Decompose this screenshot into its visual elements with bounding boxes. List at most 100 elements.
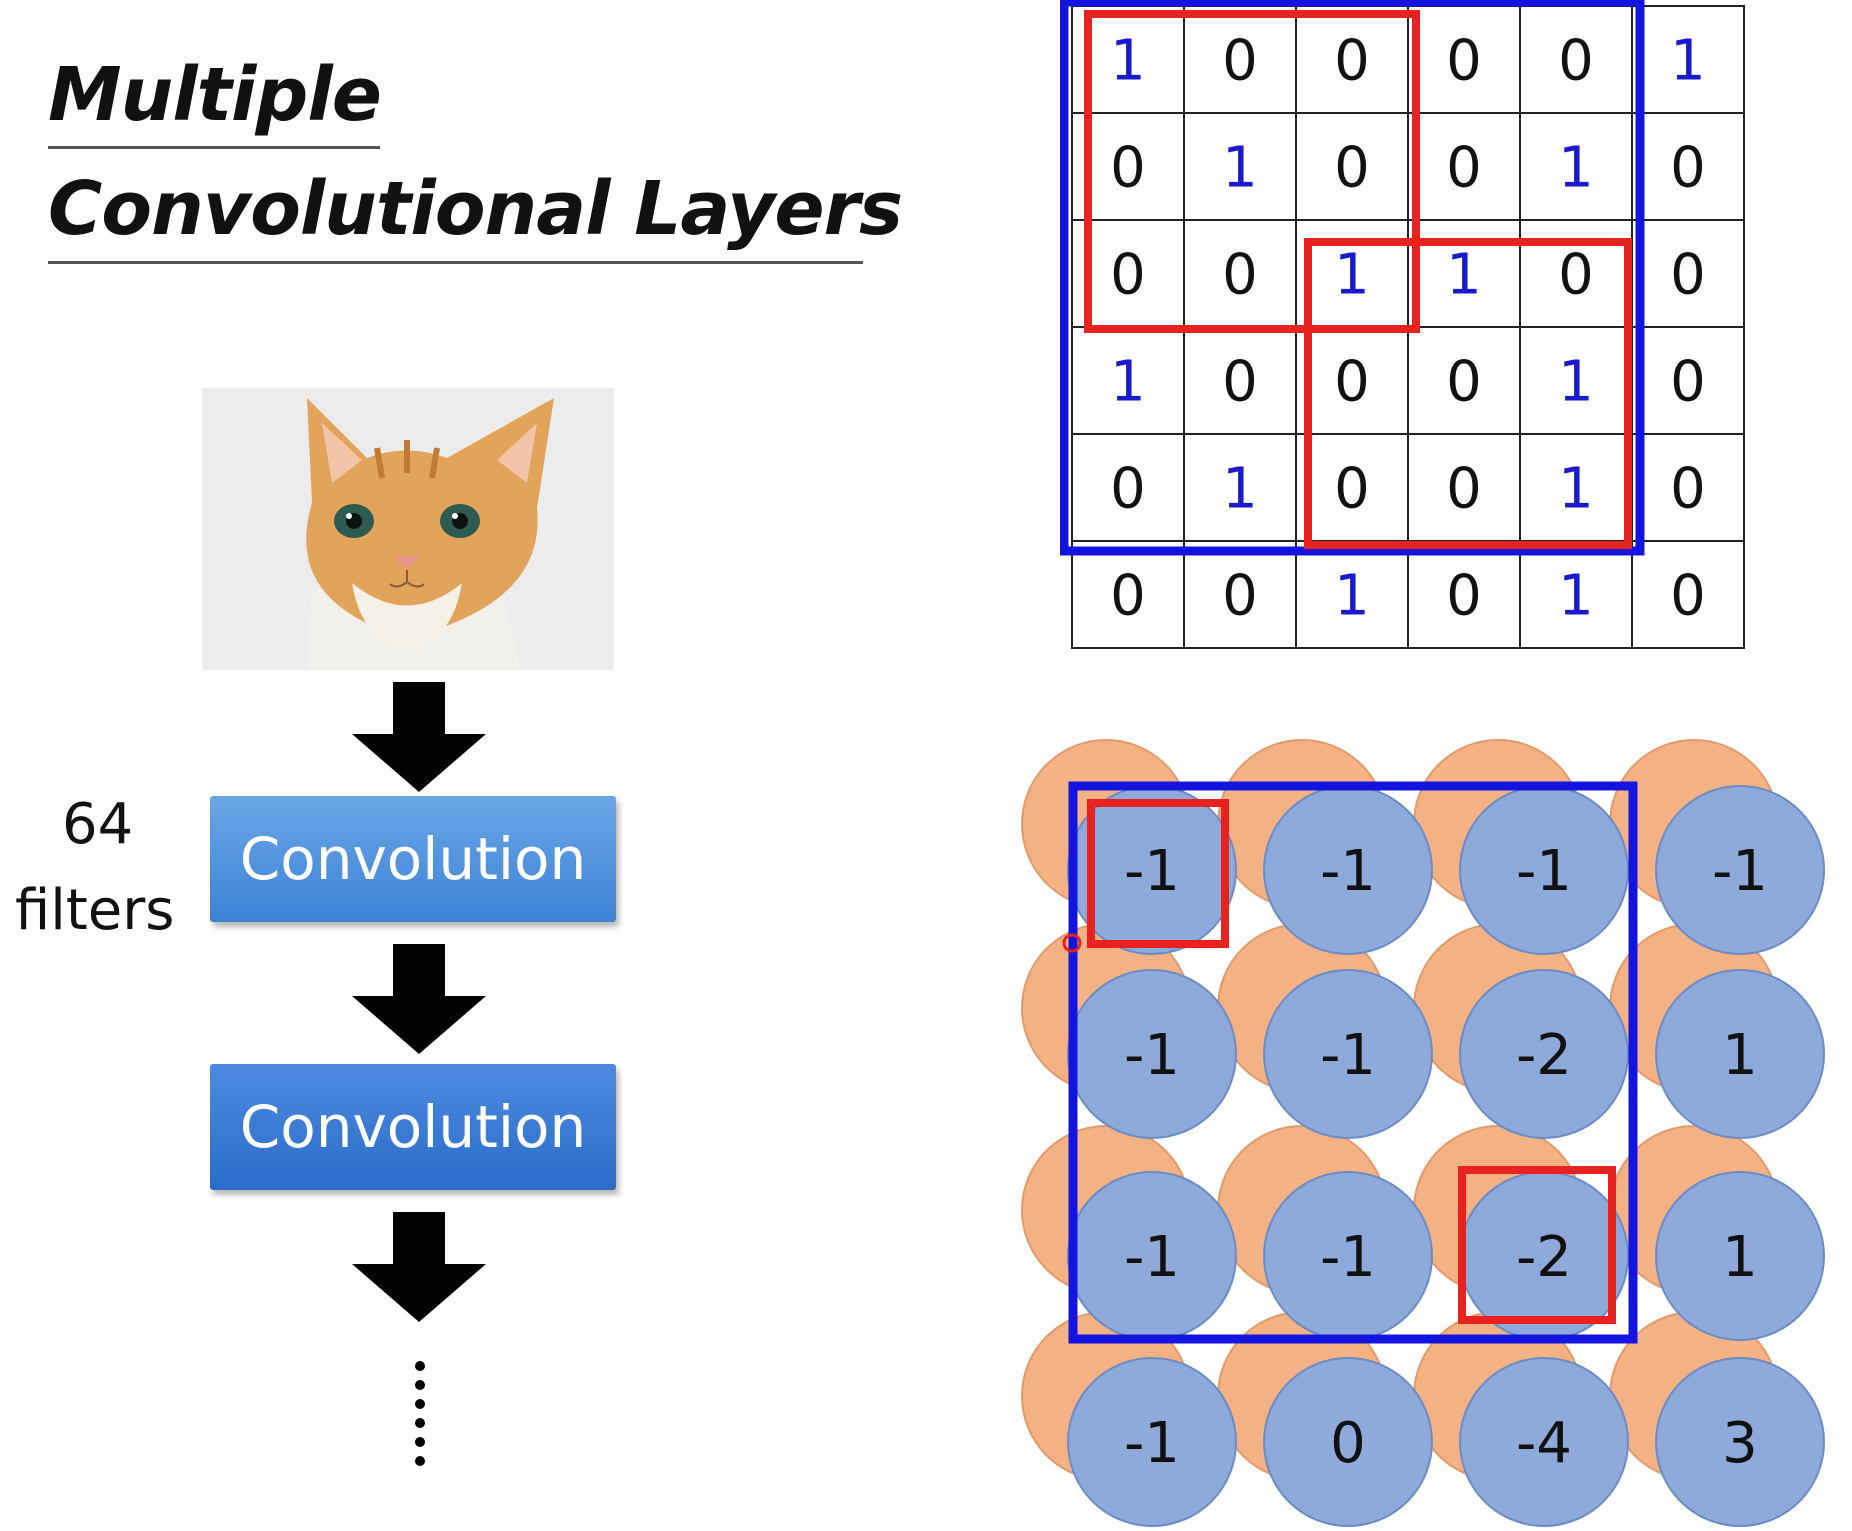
matrix-value: 0 xyxy=(1222,243,1258,308)
matrix-value: 0 xyxy=(1334,350,1370,415)
feature-value: -1 xyxy=(1124,1023,1180,1088)
matrix-cell xyxy=(1407,5,1521,114)
matrix-value: 0 xyxy=(1446,564,1482,629)
matrix-value: 1 xyxy=(1334,564,1370,629)
matrix-cell xyxy=(1631,112,1745,221)
matrix-value: 0 xyxy=(1110,457,1146,522)
matrix-value: 0 xyxy=(1222,29,1258,94)
matrix-cell xyxy=(1295,540,1409,649)
feature-circle xyxy=(1263,1357,1433,1527)
matrix-value: 1 xyxy=(1110,350,1146,415)
matrix-value: 0 xyxy=(1558,29,1594,94)
red-filter-window xyxy=(1304,238,1632,549)
filters-count-label: 64 xyxy=(62,792,134,857)
matrix-value: 0 xyxy=(1110,243,1146,308)
matrix-value: 0 xyxy=(1222,564,1258,629)
matrix-value: 0 xyxy=(1670,564,1706,629)
matrix-cell xyxy=(1407,326,1521,435)
feature-value: 1 xyxy=(1722,1225,1758,1290)
matrix-value: 1 xyxy=(1558,564,1594,629)
matrix-cell xyxy=(1295,112,1409,221)
matrix-value: 1 xyxy=(1334,243,1370,308)
red-highlight-box xyxy=(1458,1166,1616,1324)
feature-value: -1 xyxy=(1124,1411,1180,1476)
matrix-value: 0 xyxy=(1334,457,1370,522)
ellipsis-dots-icon xyxy=(415,1361,425,1466)
matrix-value: 0 xyxy=(1558,243,1594,308)
feature-value: -1 xyxy=(1320,1023,1376,1088)
feature-value: -1 xyxy=(1320,1225,1376,1290)
matrix-cell xyxy=(1183,433,1297,542)
feature-value: -1 xyxy=(1124,839,1180,904)
red-filter-window xyxy=(1084,10,1420,333)
matrix-value: 0 xyxy=(1446,457,1482,522)
matrix-value: 1 xyxy=(1558,136,1594,201)
matrix-cell xyxy=(1631,5,1745,114)
feature-value: -1 xyxy=(1320,839,1376,904)
down-arrow-icon xyxy=(352,1212,486,1322)
matrix-cell xyxy=(1519,433,1633,542)
matrix-value: 0 xyxy=(1110,136,1146,201)
matrix-value: 1 xyxy=(1670,29,1706,94)
feature-circle xyxy=(1655,785,1825,955)
title-underline-2 xyxy=(48,261,863,264)
matrix-cell xyxy=(1183,540,1297,649)
matrix-value: 1 xyxy=(1110,29,1146,94)
matrix-value: 0 xyxy=(1670,136,1706,201)
feature-value: -2 xyxy=(1516,1225,1572,1290)
matrix-cell xyxy=(1407,433,1521,542)
matrix-value: 0 xyxy=(1446,29,1482,94)
matrix-value: 1 xyxy=(1558,457,1594,522)
matrix-cell xyxy=(1071,433,1185,542)
matrix-value: 1 xyxy=(1446,243,1482,308)
feature-value: -1 xyxy=(1124,1225,1180,1290)
feature-value: 0 xyxy=(1330,1411,1366,1476)
matrix-value: 0 xyxy=(1670,350,1706,415)
matrix-value: 0 xyxy=(1334,136,1370,201)
matrix-value: 0 xyxy=(1222,350,1258,415)
filters-word-label: filters xyxy=(15,878,175,943)
convolution-layer-2: Convolution xyxy=(210,1064,616,1190)
feature-value: -4 xyxy=(1516,1411,1572,1476)
feature-value: -1 xyxy=(1516,839,1572,904)
matrix-cell xyxy=(1519,219,1633,328)
matrix-value: 0 xyxy=(1446,350,1482,415)
down-arrow-icon xyxy=(352,944,486,1054)
red-highlight-box xyxy=(1087,799,1229,948)
feature-circle xyxy=(1459,1357,1629,1527)
feature-value: 1 xyxy=(1722,1023,1758,1088)
matrix-value: 1 xyxy=(1222,136,1258,201)
matrix-value: 0 xyxy=(1334,29,1370,94)
title-underline-1 xyxy=(48,146,380,149)
matrix-value: 1 xyxy=(1222,457,1258,522)
matrix-cell xyxy=(1071,540,1185,649)
blue-region-box xyxy=(1060,0,1645,556)
blue-region-box xyxy=(1068,781,1638,1344)
matrix-cell xyxy=(1631,540,1745,649)
feature-circle xyxy=(1459,969,1629,1139)
feature-circle xyxy=(1263,969,1433,1139)
matrix-value: 0 xyxy=(1670,243,1706,308)
title-line-1: Multiple xyxy=(48,52,382,138)
matrix-value: 0 xyxy=(1670,457,1706,522)
matrix-cell xyxy=(1407,219,1521,328)
matrix-cell xyxy=(1295,433,1409,542)
feature-value: -2 xyxy=(1516,1023,1572,1088)
cursor-ring-icon xyxy=(1062,933,1082,953)
title-line-2: Convolutional Layers xyxy=(48,166,903,252)
feature-circle xyxy=(1655,969,1825,1139)
convolution-layer-1: Convolution xyxy=(210,796,616,922)
matrix-cell xyxy=(1183,112,1297,221)
feature-circle xyxy=(1655,1357,1825,1527)
matrix-value: 0 xyxy=(1110,564,1146,629)
input-matrix-grid: 1 0 0 0 0 1 0 1 0 0 1 0 0 0 1 1 0 0 1 0 0 0 1 0 0 1 0 0 1 0 0 0 1 0 1 0 xyxy=(1060,0,1745,649)
feature-circle xyxy=(1067,1357,1237,1527)
feature-circle xyxy=(1067,969,1237,1139)
matrix-value: 1 xyxy=(1558,350,1594,415)
matrix-value: 0 xyxy=(1446,136,1482,201)
feature-value: -1 xyxy=(1712,839,1768,904)
cat-image xyxy=(202,388,614,670)
matrix-cell xyxy=(1519,112,1633,221)
down-arrow-icon xyxy=(352,682,486,792)
